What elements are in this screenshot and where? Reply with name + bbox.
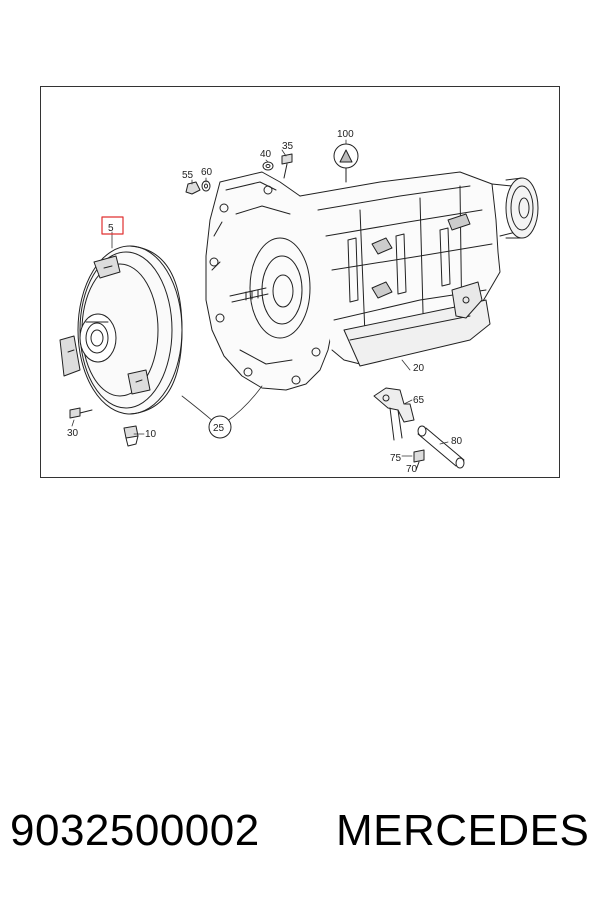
nut-55[interactable] bbox=[185, 181, 201, 195]
transmission-housing[interactable] bbox=[205, 171, 539, 391]
diagram-frame bbox=[40, 86, 560, 478]
washer-40[interactable] bbox=[262, 161, 274, 171]
bracket-65[interactable] bbox=[373, 387, 415, 441]
callout-35[interactable]: 35 bbox=[282, 141, 294, 152]
callout-55[interactable]: 55 bbox=[182, 170, 194, 181]
callout-30[interactable]: 30 bbox=[67, 428, 79, 439]
callout-80[interactable]: 80 bbox=[451, 436, 463, 447]
callout-40[interactable]: 40 bbox=[260, 149, 272, 160]
washer-60[interactable] bbox=[201, 180, 211, 192]
callout-100[interactable]: 100 bbox=[337, 129, 354, 140]
callout-5[interactable]: 5 bbox=[108, 223, 114, 234]
callout-25[interactable]: 25 bbox=[213, 423, 225, 434]
tube-80[interactable] bbox=[417, 425, 465, 469]
callout-60[interactable]: 60 bbox=[201, 167, 213, 178]
callout-70[interactable]: 70 bbox=[406, 464, 418, 475]
plug-10[interactable] bbox=[123, 425, 139, 447]
selected-part-highlight bbox=[101, 216, 124, 235]
callout-65[interactable]: 65 bbox=[413, 395, 425, 406]
callout-25-circle bbox=[208, 415, 232, 439]
callout-20[interactable]: 20 bbox=[413, 363, 425, 374]
torque-converter[interactable] bbox=[59, 245, 183, 415]
part-number: 9032500002 bbox=[10, 806, 260, 855]
brand-name: MERCEDES bbox=[336, 806, 590, 855]
footer: 9032500002 MERCEDES bbox=[0, 796, 600, 866]
bolt-35[interactable] bbox=[281, 153, 293, 179]
callout-10[interactable]: 10 bbox=[145, 429, 157, 440]
callout-75[interactable]: 75 bbox=[390, 453, 402, 464]
bolt-70[interactable] bbox=[413, 449, 425, 471]
bolt-30[interactable] bbox=[69, 407, 93, 419]
label-100[interactable] bbox=[333, 143, 359, 183]
